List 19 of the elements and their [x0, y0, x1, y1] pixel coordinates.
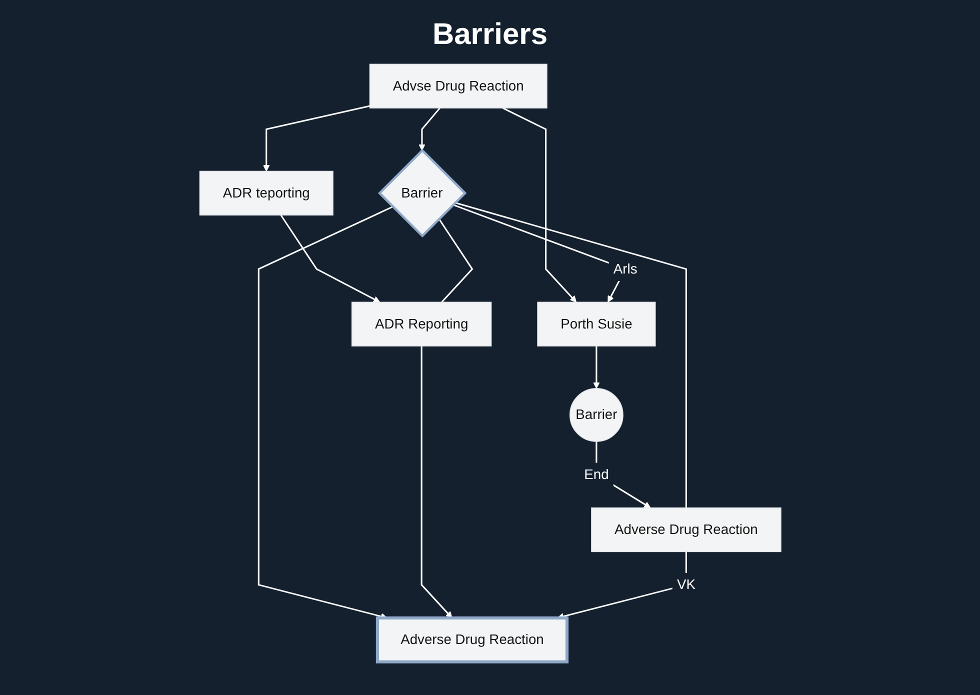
node-box: Adverse Drug Reaction: [590, 507, 781, 552]
connector: [438, 218, 473, 303]
arrow: [262, 105, 370, 172]
node-circle: Barrier: [569, 388, 624, 442]
edge-label: VK: [676, 576, 696, 592]
node-diamond: Barrier: [378, 148, 466, 238]
arrow: [592, 346, 600, 389]
arrow: [418, 108, 440, 151]
title: Barriers: [431, 18, 549, 52]
edge-label: End: [584, 466, 608, 482]
node-box: ADR Reporting: [351, 302, 492, 346]
node-box: Advse Drug Reaction: [369, 64, 547, 108]
node-box: Porth Susie: [536, 302, 656, 346]
edge-label: Arls: [613, 260, 637, 276]
arrow: [280, 214, 380, 302]
arrow: [502, 107, 576, 302]
arrow: [420, 346, 452, 618]
node-box: Adverse Drug Reaction: [376, 616, 568, 664]
node-box: ADR teporting: [199, 170, 334, 216]
